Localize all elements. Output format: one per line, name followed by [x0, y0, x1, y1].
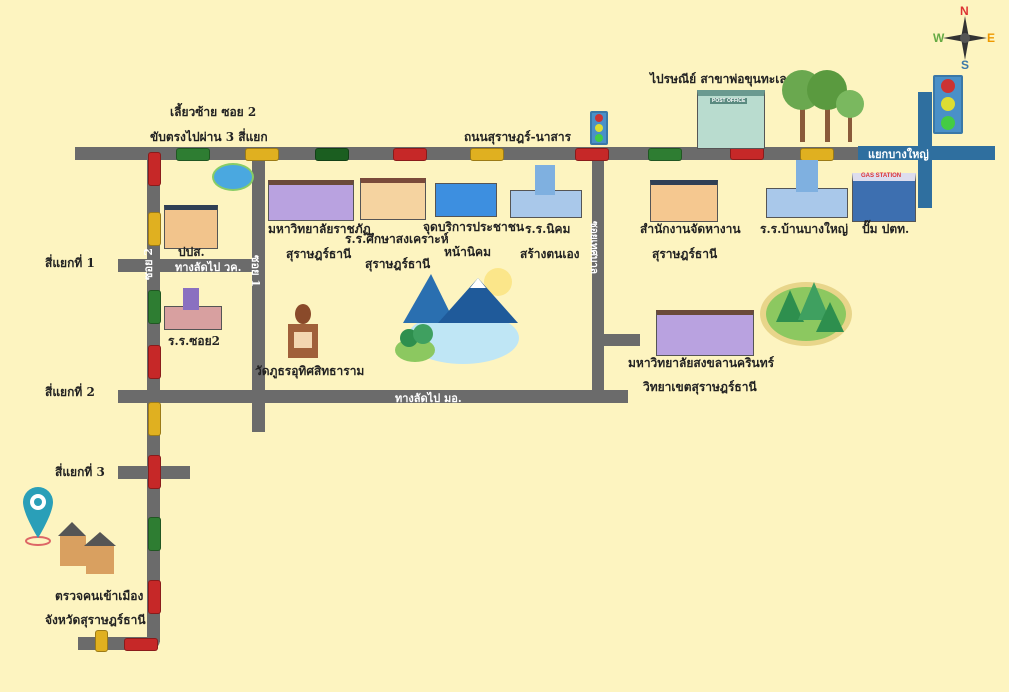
car-icon — [148, 517, 161, 551]
car-icon — [176, 148, 210, 161]
employment-office-building-icon — [650, 180, 718, 222]
car-icon — [148, 580, 161, 614]
location-pin-icon — [20, 485, 56, 547]
car-icon — [575, 148, 609, 161]
road-label-soi2: ซอย 2 — [142, 247, 156, 281]
compass-icon: N S W E — [933, 4, 996, 72]
rajabhat-building-icon — [268, 180, 354, 221]
nikhom-school-label-2: สร้างตนเอง — [520, 247, 580, 261]
pond-icon — [212, 163, 254, 191]
immigration-label-2: จังหวัดสุราษฎร์ธานี — [45, 613, 146, 627]
post-office-label: ไปรษณีย์ สาขาพ่อขุนทะเล — [650, 72, 787, 86]
psu-label-2: วิทยาเขตสุราษฎร์ธานี — [643, 380, 757, 394]
compass-n: N — [960, 4, 969, 18]
psu-label-1: มหาวิทยาลัยสงขลานครินทร์ — [628, 356, 775, 370]
main-road-label: ถนนสุราษฎร์-นาสาร — [464, 130, 572, 144]
car-icon — [245, 148, 279, 161]
school-tower-icon — [183, 288, 199, 310]
welfare-school-label-2: สุราษฎร์ธานี — [365, 257, 431, 271]
mountain-lake-icon — [393, 268, 523, 368]
service-point-label-1: จุดบริการประชาชน — [423, 220, 525, 234]
bang-yai-school-building-icon — [766, 188, 848, 218]
car-icon — [148, 152, 161, 186]
school-tower-icon — [796, 160, 818, 192]
soi2-school-label: ร.ร.ซอย2 — [168, 334, 220, 348]
intersection-1-label: สี่แยกที่ 1 — [45, 256, 95, 270]
car-icon — [470, 148, 504, 161]
directions-line2: ขับตรงไปผ่าน 3 สี่แยก — [150, 130, 268, 144]
post-office-building-icon: POST OFFICE — [697, 90, 765, 149]
road-label-east-soi: ซอยเทศบาล — [588, 220, 600, 275]
psu-connector-road — [598, 334, 640, 346]
bang-yai-school-label: ร.ร.บ้านบางใหญ่ — [760, 222, 849, 236]
soi1-road — [252, 147, 265, 432]
psu-building-icon — [656, 310, 754, 356]
car-icon — [148, 345, 161, 379]
car-icon — [95, 630, 108, 652]
directions-line1: เลี้ยวซ้าย ซอย 2 — [170, 105, 257, 119]
service-point-label-2: หน้านิคม — [444, 245, 491, 259]
rajabhat-label-2: สุราษฎร์ธานี — [286, 247, 352, 261]
car-icon — [315, 148, 349, 161]
welfare-school-label-1: ร.ร.ศึกษาสงเคราะห์ — [345, 232, 449, 246]
rajabhat-label-1: มหาวิทยาลัยราชภัฏ — [268, 222, 371, 236]
service-point-building-icon — [435, 183, 497, 217]
pposo-label: ปปส. — [178, 245, 205, 259]
intersection-2-label: สี่แยกที่ 2 — [45, 385, 95, 399]
road-intersection-2 — [118, 390, 628, 403]
traffic-light-icon — [590, 111, 608, 145]
temple-icon — [282, 300, 324, 358]
welfare-school-building-icon — [360, 178, 426, 220]
school-tower-icon — [535, 165, 555, 195]
gas-station-label: ปั๊ม ปตท. — [862, 222, 910, 236]
east-soi-road — [592, 147, 604, 390]
immigration-label-1: ตรวจคนเข้าเมือง — [55, 589, 144, 603]
car-icon — [148, 290, 161, 324]
nikhom-school-label-1: ร.ร.นิคม — [525, 222, 571, 236]
soi2-school-building-icon — [164, 306, 222, 330]
road-label-junction: แยกบางใหญ่ — [868, 148, 929, 161]
car-icon — [393, 148, 427, 161]
post-office-sign: POST OFFICE — [710, 98, 748, 104]
compass-e: E — [987, 31, 996, 45]
car-icon — [648, 148, 682, 161]
compass-s: S — [961, 58, 970, 72]
pposo-building-icon — [164, 205, 218, 249]
intersection-3-label: สี่แยกที่ 3 — [55, 465, 105, 479]
employment-office-label-1: สำนักงานจัดหางาน — [640, 222, 741, 236]
employment-office-label-2: สุราษฎร์ธานี — [652, 247, 718, 261]
gas-station-sign: GAS STATION — [861, 173, 902, 179]
car-icon — [148, 455, 161, 489]
trees-icon — [780, 68, 865, 144]
immigration-houses-icon — [56, 518, 118, 576]
traffic-light-icon — [933, 75, 963, 134]
road-label-shortcut-vc: ทางลัดไป วค. — [175, 261, 242, 274]
temple-label: วัดภูธรอุทิศสิทธาราม — [255, 364, 365, 378]
car-icon — [124, 638, 158, 651]
road-label-soi1: ซอย 1 — [249, 254, 263, 288]
road-intersection-1 — [118, 259, 258, 272]
gas-station-icon: GAS STATION — [852, 173, 916, 222]
car-icon — [148, 212, 161, 246]
compass-w: W — [933, 31, 945, 45]
blue-road-vertical — [918, 92, 932, 208]
hills-icon — [758, 272, 854, 348]
road-label-shortcut-mo: ทางลัดไป มอ. — [395, 392, 462, 405]
car-icon — [148, 402, 161, 436]
